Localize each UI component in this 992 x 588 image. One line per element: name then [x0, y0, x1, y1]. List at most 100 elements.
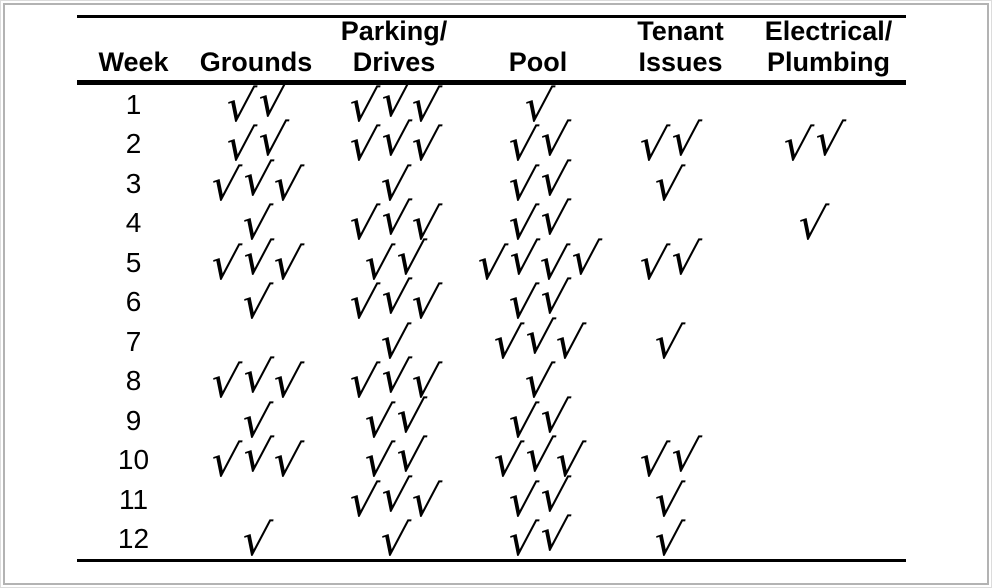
check-group: √	[794, 199, 831, 251]
checks-cell-grounds: √√√	[190, 431, 322, 488]
checks-cell-pool: √	[466, 357, 610, 408]
header-line: Parking/	[340, 16, 448, 46]
col-header-pool: Pool	[466, 47, 610, 78]
checks-cell-tenant-issues: √	[610, 318, 751, 369]
check-group: √	[650, 515, 687, 567]
checks-cell-grounds: √√	[190, 76, 322, 132]
week-cell: 12	[77, 520, 190, 560]
check-mark: √	[810, 115, 847, 167]
week-label: 8	[125, 365, 142, 397]
checks-cell-electrical-plumbing	[751, 362, 906, 402]
week-cell: 6	[77, 283, 190, 323]
header-line: Plumbing	[767, 47, 890, 77]
checks-cell-pool: √√√	[466, 313, 610, 369]
week-cell: 8	[77, 362, 190, 402]
checks-cell-tenant-issues	[610, 283, 751, 323]
checks-cell-electrical-plumbing	[751, 401, 906, 441]
col-header-electrical-plumbing: Electrical/ Plumbing	[751, 16, 906, 78]
week-label: 3	[125, 167, 142, 199]
check-group: √√	[635, 234, 703, 290]
week-cell: 1	[77, 85, 190, 125]
checks-cell-tenant-issues	[610, 362, 751, 402]
checks-cell-tenant-issues: √	[610, 159, 751, 211]
week-label: 2	[125, 128, 142, 160]
table-row: 10 √√√ √√ √√√ √√	[77, 431, 906, 488]
check-mark: √	[237, 278, 274, 330]
table-header-row: Week Grounds Parking/ Drives Pool Tenant…	[77, 15, 906, 85]
checks-cell-tenant-issues: √√	[610, 115, 751, 171]
check-group: √√√	[207, 234, 305, 290]
check-mark: √	[666, 431, 703, 483]
check-mark: √	[666, 115, 703, 167]
checks-cell-electrical-plumbing	[751, 480, 906, 520]
header-line: Week	[98, 47, 169, 77]
checks-cell-parking-drives: √√√	[322, 194, 466, 250]
check-group: √	[650, 476, 686, 527]
week-label: 6	[125, 286, 142, 318]
week-label: 9	[125, 404, 142, 436]
check-group: √√√√	[473, 234, 603, 290]
checks-cell-tenant-issues: √√	[610, 431, 751, 487]
table-row: 1 √√ √√√ √	[77, 76, 906, 132]
table-row: 8 √√√ √√√ √	[77, 352, 906, 408]
check-mark: √	[794, 199, 831, 251]
check-group: √√√	[345, 273, 443, 329]
checks-cell-pool: √√√	[466, 431, 610, 487]
col-header-tenant-issues: Tenant Issues	[610, 16, 751, 78]
check-group: √	[650, 318, 686, 369]
week-cell: 3	[77, 164, 190, 204]
checks-cell-electrical-plumbing	[751, 520, 906, 560]
week-cell: 4	[77, 204, 190, 244]
table-row: 2 √√ √√√ √√ √√ √√	[77, 115, 906, 171]
checks-cell-pool: √√	[466, 115, 610, 171]
week-cell: 2	[77, 125, 190, 165]
checks-cell-grounds: √√√	[190, 352, 322, 408]
checks-cell-tenant-issues: √√	[610, 234, 751, 290]
header-line: Grounds	[199, 47, 313, 77]
col-header-grounds: Grounds	[190, 47, 322, 78]
checks-cell-pool: √√√√	[466, 234, 610, 290]
col-header-week: Week	[77, 47, 190, 78]
check-mark: √	[375, 515, 412, 567]
header-line: Pool	[508, 47, 568, 77]
table-row: 12 √ √ √√ √	[77, 510, 906, 567]
table-row: 6 √ √√√ √√	[77, 273, 906, 329]
checks-cell-electrical-plumbing	[751, 441, 906, 481]
checks-cell-grounds: √√√	[190, 234, 322, 290]
week-label: 4	[125, 207, 142, 239]
week-cell: 11	[77, 480, 190, 520]
check-mark: √	[535, 510, 573, 562]
checks-cell-tenant-issues: √	[610, 515, 751, 567]
checks-cell-tenant-issues: √	[610, 476, 751, 527]
checks-cell-electrical-plumbing	[751, 283, 906, 323]
checks-cell-electrical-plumbing	[751, 164, 906, 204]
checks-cell-grounds: √	[190, 515, 322, 566]
checks-cell-parking-drives: √√√	[322, 115, 466, 171]
check-group: √	[238, 278, 274, 329]
table-row: 11 √√√ √√ √	[77, 471, 906, 527]
checks-cell-grounds: √√√	[190, 155, 322, 211]
check-mark: √	[650, 515, 687, 567]
checks-cell-pool: √√	[466, 510, 610, 566]
checks-cell-electrical-plumbing	[751, 243, 906, 283]
checks-cell-parking-drives: √√	[322, 392, 466, 448]
check-group: √	[376, 515, 412, 566]
week-label: 11	[118, 483, 149, 515]
checks-cell-pool: √	[466, 81, 610, 132]
check-group: √√√	[207, 155, 305, 211]
check-group: √√	[779, 115, 847, 171]
check-mark: √	[268, 436, 305, 488]
check-group: √√√	[345, 115, 443, 171]
check-group: √√√	[489, 313, 587, 369]
check-group: √√√	[345, 471, 443, 527]
checks-cell-electrical-plumbing: √√	[751, 115, 906, 171]
week-label: 12	[117, 523, 150, 555]
check-mark: √	[650, 159, 687, 211]
check-sheet-table: Week Grounds Parking/ Drives Pool Tenant…	[77, 15, 906, 567]
check-group: √	[650, 159, 687, 211]
week-cell: 5	[77, 243, 190, 283]
header-line: Tenant	[637, 16, 724, 46]
table-row: 7 √ √√√ √	[77, 313, 906, 369]
table-row: 5 √√√ √√ √√√√ √√	[77, 234, 906, 290]
